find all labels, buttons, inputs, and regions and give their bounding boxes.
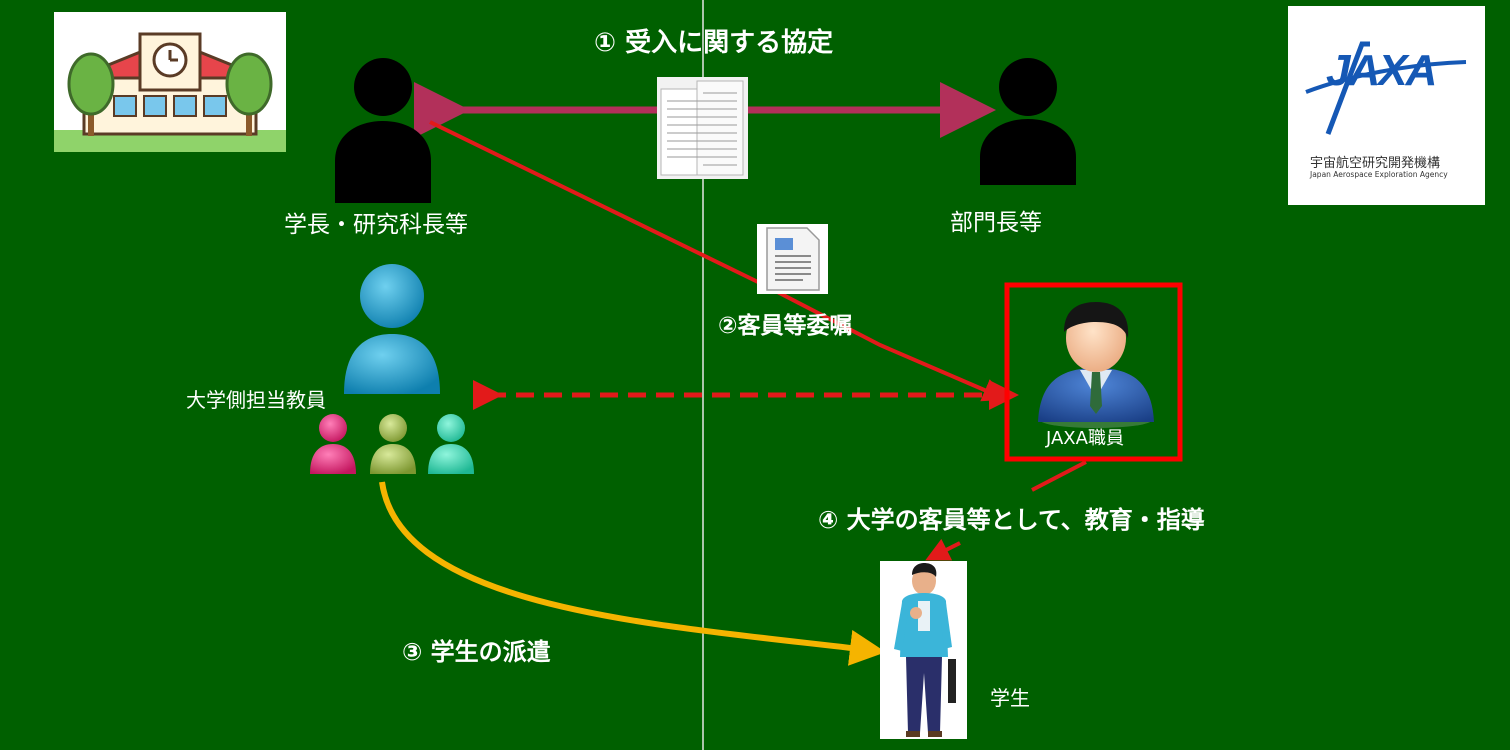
education-arrow-head bbox=[925, 538, 961, 561]
jaxa-logo-mark-icon bbox=[1305, 41, 1467, 135]
student-group-icon bbox=[310, 414, 474, 474]
commission-arrow bbox=[429, 120, 1008, 402]
jaxa-logo-mark: JAXA bbox=[1326, 46, 1437, 95]
dispatch-arrow bbox=[379, 481, 886, 666]
step-education-label: ④ 大学の客員等として、教育・指導 bbox=[818, 506, 1205, 534]
school-building-image bbox=[54, 12, 286, 152]
department-head-label: 部門長等 bbox=[950, 210, 1042, 236]
jaxa-logo: JAXA 宇宙航空研究開発機構 Japan Aerospace Explorat… bbox=[1288, 6, 1485, 205]
education-arrow bbox=[1031, 460, 1087, 492]
university-head-icon bbox=[335, 58, 431, 203]
faculty-member-icon bbox=[344, 264, 440, 394]
student-image bbox=[880, 561, 967, 739]
faculty-label: 大学側担当教員 bbox=[186, 388, 326, 412]
student-label: 学生 bbox=[990, 686, 1030, 710]
jaxa-staff-label: JAXA職員 bbox=[1046, 428, 1124, 449]
jaxa-staff-highlight bbox=[1004, 282, 1183, 462]
jaxa-staff-icon bbox=[1038, 302, 1154, 428]
document-icon bbox=[766, 227, 820, 291]
school-icon bbox=[54, 32, 286, 152]
document-stack-icon bbox=[660, 80, 744, 176]
commission-document-image bbox=[757, 224, 828, 294]
agreement-document-image bbox=[657, 77, 748, 179]
step-commission-label: ②客員等委嘱 bbox=[718, 313, 853, 339]
student-icon bbox=[894, 563, 956, 737]
step-dispatch-label: ③ 学生の派遣 bbox=[402, 638, 551, 666]
department-head-icon bbox=[980, 58, 1076, 185]
university-head-label: 学長・研究科長等 bbox=[284, 212, 468, 238]
step-agreement-label: ① 受入に関する協定 bbox=[594, 28, 834, 58]
jaxa-name-ja: 宇宙航空研究開発機構 bbox=[1310, 156, 1441, 171]
jaxa-name-en: Japan Aerospace Exploration Agency bbox=[1310, 170, 1448, 179]
